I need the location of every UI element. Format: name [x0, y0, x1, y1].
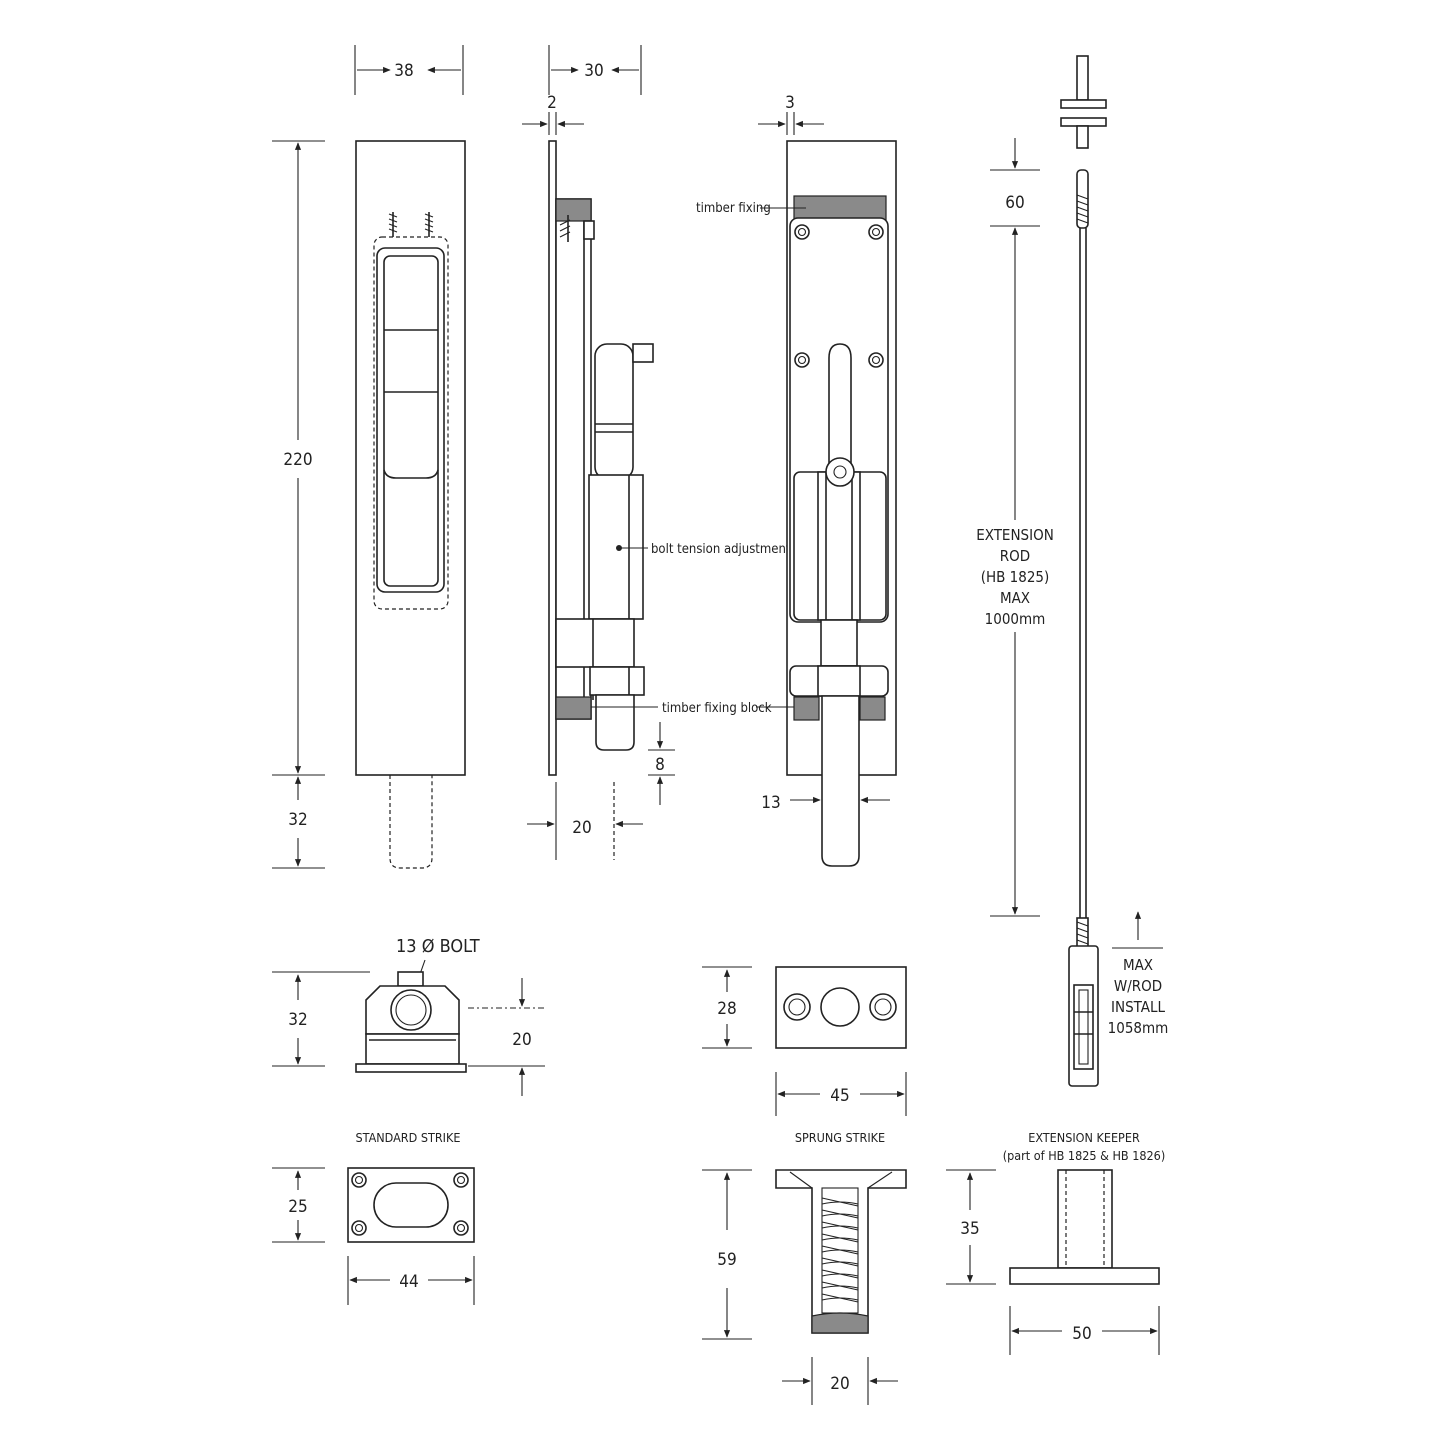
standard-strike: STANDARD STRIKE 25 44 [272, 1130, 475, 1305]
dim-38: 38 [394, 61, 413, 81]
label-bolt-tension: bolt tension adjustment [651, 542, 791, 557]
keeper-plate: 28 45 [702, 966, 907, 1116]
dim-2: 2 [547, 93, 557, 113]
dim-50: 50 [1072, 1324, 1091, 1344]
bolt-section-view: 13 Ø BOLT 32 20 [272, 936, 545, 1096]
dim-20-section: 20 [512, 1030, 531, 1050]
label-extension-rod-2: ROD [1000, 547, 1030, 565]
front-view: 38 220 32 [272, 45, 466, 869]
label-extension-rod-1: EXTENSION [976, 526, 1054, 544]
label-sprung-strike: SPRUNG STRIKE [795, 1130, 885, 1145]
dim-30: 30 [584, 61, 603, 81]
dim-44: 44 [399, 1272, 418, 1292]
side-view: 30 2 bolt tension adjustm [522, 45, 791, 860]
dim-28: 28 [717, 999, 736, 1019]
dim-220: 220 [283, 450, 312, 470]
dim-59: 59 [717, 1250, 736, 1270]
dim-35: 35 [960, 1219, 979, 1239]
dim-13: 13 [761, 793, 780, 813]
sprung-strike: SPRUNG STRIKE 59 20 [702, 1130, 907, 1405]
label-max-install-2: W/ROD [1114, 977, 1162, 995]
dim-32-section: 32 [288, 1010, 307, 1030]
label-bolt-diameter: 13 Ø BOLT [396, 936, 480, 957]
dim-8: 8 [655, 755, 665, 775]
dim-32-throw: 32 [288, 810, 307, 830]
label-extension-keeper: EXTENSION KEEPER [1028, 1130, 1140, 1145]
label-max-install-3: INSTALL [1111, 998, 1165, 1016]
label-extension-rod-5: 1000mm [985, 610, 1046, 628]
label-extension-rod-3: (HB 1825) [981, 568, 1050, 586]
dim-20-sprung: 20 [830, 1374, 849, 1394]
label-timber-fixing-block: timber fixing block [662, 701, 772, 716]
screw-icon [388, 212, 434, 237]
dim-3: 3 [785, 93, 795, 113]
label-extension-keeper-sub: (part of HB 1825 & HB 1826) [1003, 1148, 1165, 1163]
extension-keeper: EXTENSION KEEPER (part of HB 1825 & HB 1… [946, 1130, 1165, 1355]
label-timber-fixing: timber fixing [696, 201, 771, 216]
label-standard-strike: STANDARD STRIKE [356, 1130, 461, 1145]
dim-20-side: 20 [572, 818, 591, 838]
label-max-install-4: 1058mm [1108, 1019, 1169, 1037]
extension-rod: 60 EXTENSION ROD (HB 1825) MAX 1000mm MA… [976, 55, 1169, 1087]
dim-25: 25 [288, 1197, 307, 1217]
dim-60: 60 [1005, 193, 1024, 213]
label-extension-rod-4: MAX [1000, 589, 1030, 607]
inside-view: 3 [696, 93, 897, 867]
dim-45: 45 [830, 1086, 849, 1106]
label-max-install-1: MAX [1123, 956, 1153, 974]
